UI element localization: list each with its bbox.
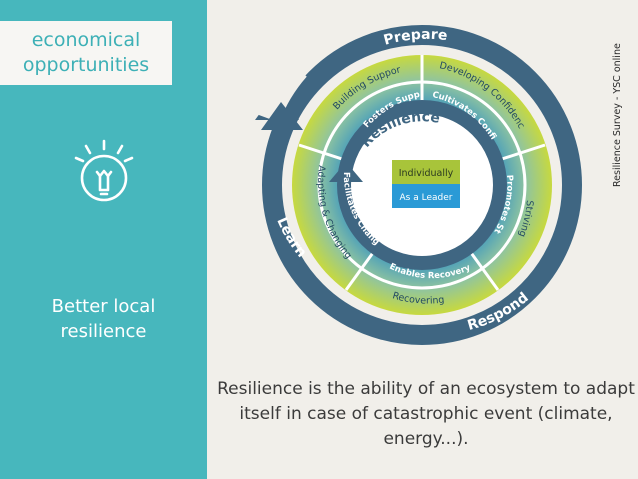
source-credit: Resilience Survey - YSC online xyxy=(612,43,623,187)
caption: Resilience is the ability of an ecosyste… xyxy=(217,379,635,449)
category-tag: economical opportunities xyxy=(0,21,172,85)
inner-ring-separator xyxy=(317,80,527,290)
sidebar: economical opportunities Better local re… xyxy=(0,0,207,479)
outer-ring-gap xyxy=(254,59,307,123)
outer-ring xyxy=(262,25,582,345)
lightbulb-icon xyxy=(74,139,134,202)
center-top-box xyxy=(392,160,460,184)
center-bottom-box xyxy=(392,184,460,208)
sidebar-subtitle: Better local resilience xyxy=(51,296,156,342)
category-tag-text: economical opportunities xyxy=(22,29,150,76)
inner-arrow-head xyxy=(329,162,363,182)
outer-arrow-head-2 xyxy=(261,102,303,130)
center-top-label: Individually xyxy=(399,168,454,179)
resilience-diagram: Individually As a Leader Resilience Prep… xyxy=(207,0,582,345)
center-bottom-label: As a Leader xyxy=(400,193,453,203)
